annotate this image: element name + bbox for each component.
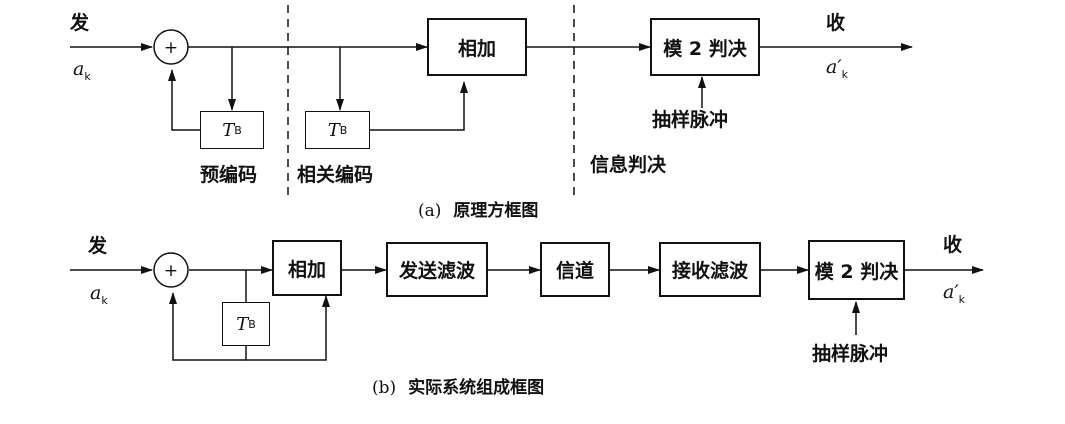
bottom-feedback-loop [169, 292, 247, 361]
top-caption: (a)原理方框图 [418, 201, 539, 221]
top-add-block: 相加 [427, 18, 527, 76]
top-precode-feedback [168, 69, 200, 131]
bottom-rx-filter-block: 接收滤波 [659, 242, 761, 297]
bottom-send-label: 发 [88, 235, 108, 257]
bottom-sampling-label: 抽样脉冲 [812, 343, 889, 365]
bottom-channel-block: 信道 [540, 242, 610, 297]
bottom-input-symbol: ak [90, 282, 108, 307]
top-decision-block: 模 2 判决 [650, 18, 760, 76]
top-recv-label: 收 [826, 12, 846, 34]
bottom-adder-circle [153, 252, 189, 288]
top-adder-circle [153, 29, 189, 65]
top-info-decision-label: 信息判决 [590, 154, 667, 176]
top-correlative-sum [370, 81, 468, 131]
top-correlative-label: 相关编码 [297, 164, 374, 186]
bottom-tx-filter-block: 发送滤波 [386, 242, 488, 297]
bottom-caption: (b)实际系统组成框图 [372, 378, 545, 398]
top-input-symbol: ak [73, 58, 91, 83]
top-output-symbol: a′k [826, 56, 849, 81]
bottom-recv-label: 收 [943, 234, 963, 256]
bottom-decision-block: 模 2 判决 [808, 240, 905, 300]
bottom-adder-symbol: + [164, 261, 178, 281]
top-send-label: 发 [70, 12, 90, 34]
top-precode-label: 预编码 [200, 164, 258, 186]
top-sampling-label: 抽样脉冲 [652, 109, 729, 131]
bottom-add-block: 相加 [272, 240, 342, 296]
bottom-sum-feed [246, 295, 330, 361]
bottom-output-symbol: a′k [943, 281, 966, 306]
top-adder-symbol: + [164, 38, 178, 58]
